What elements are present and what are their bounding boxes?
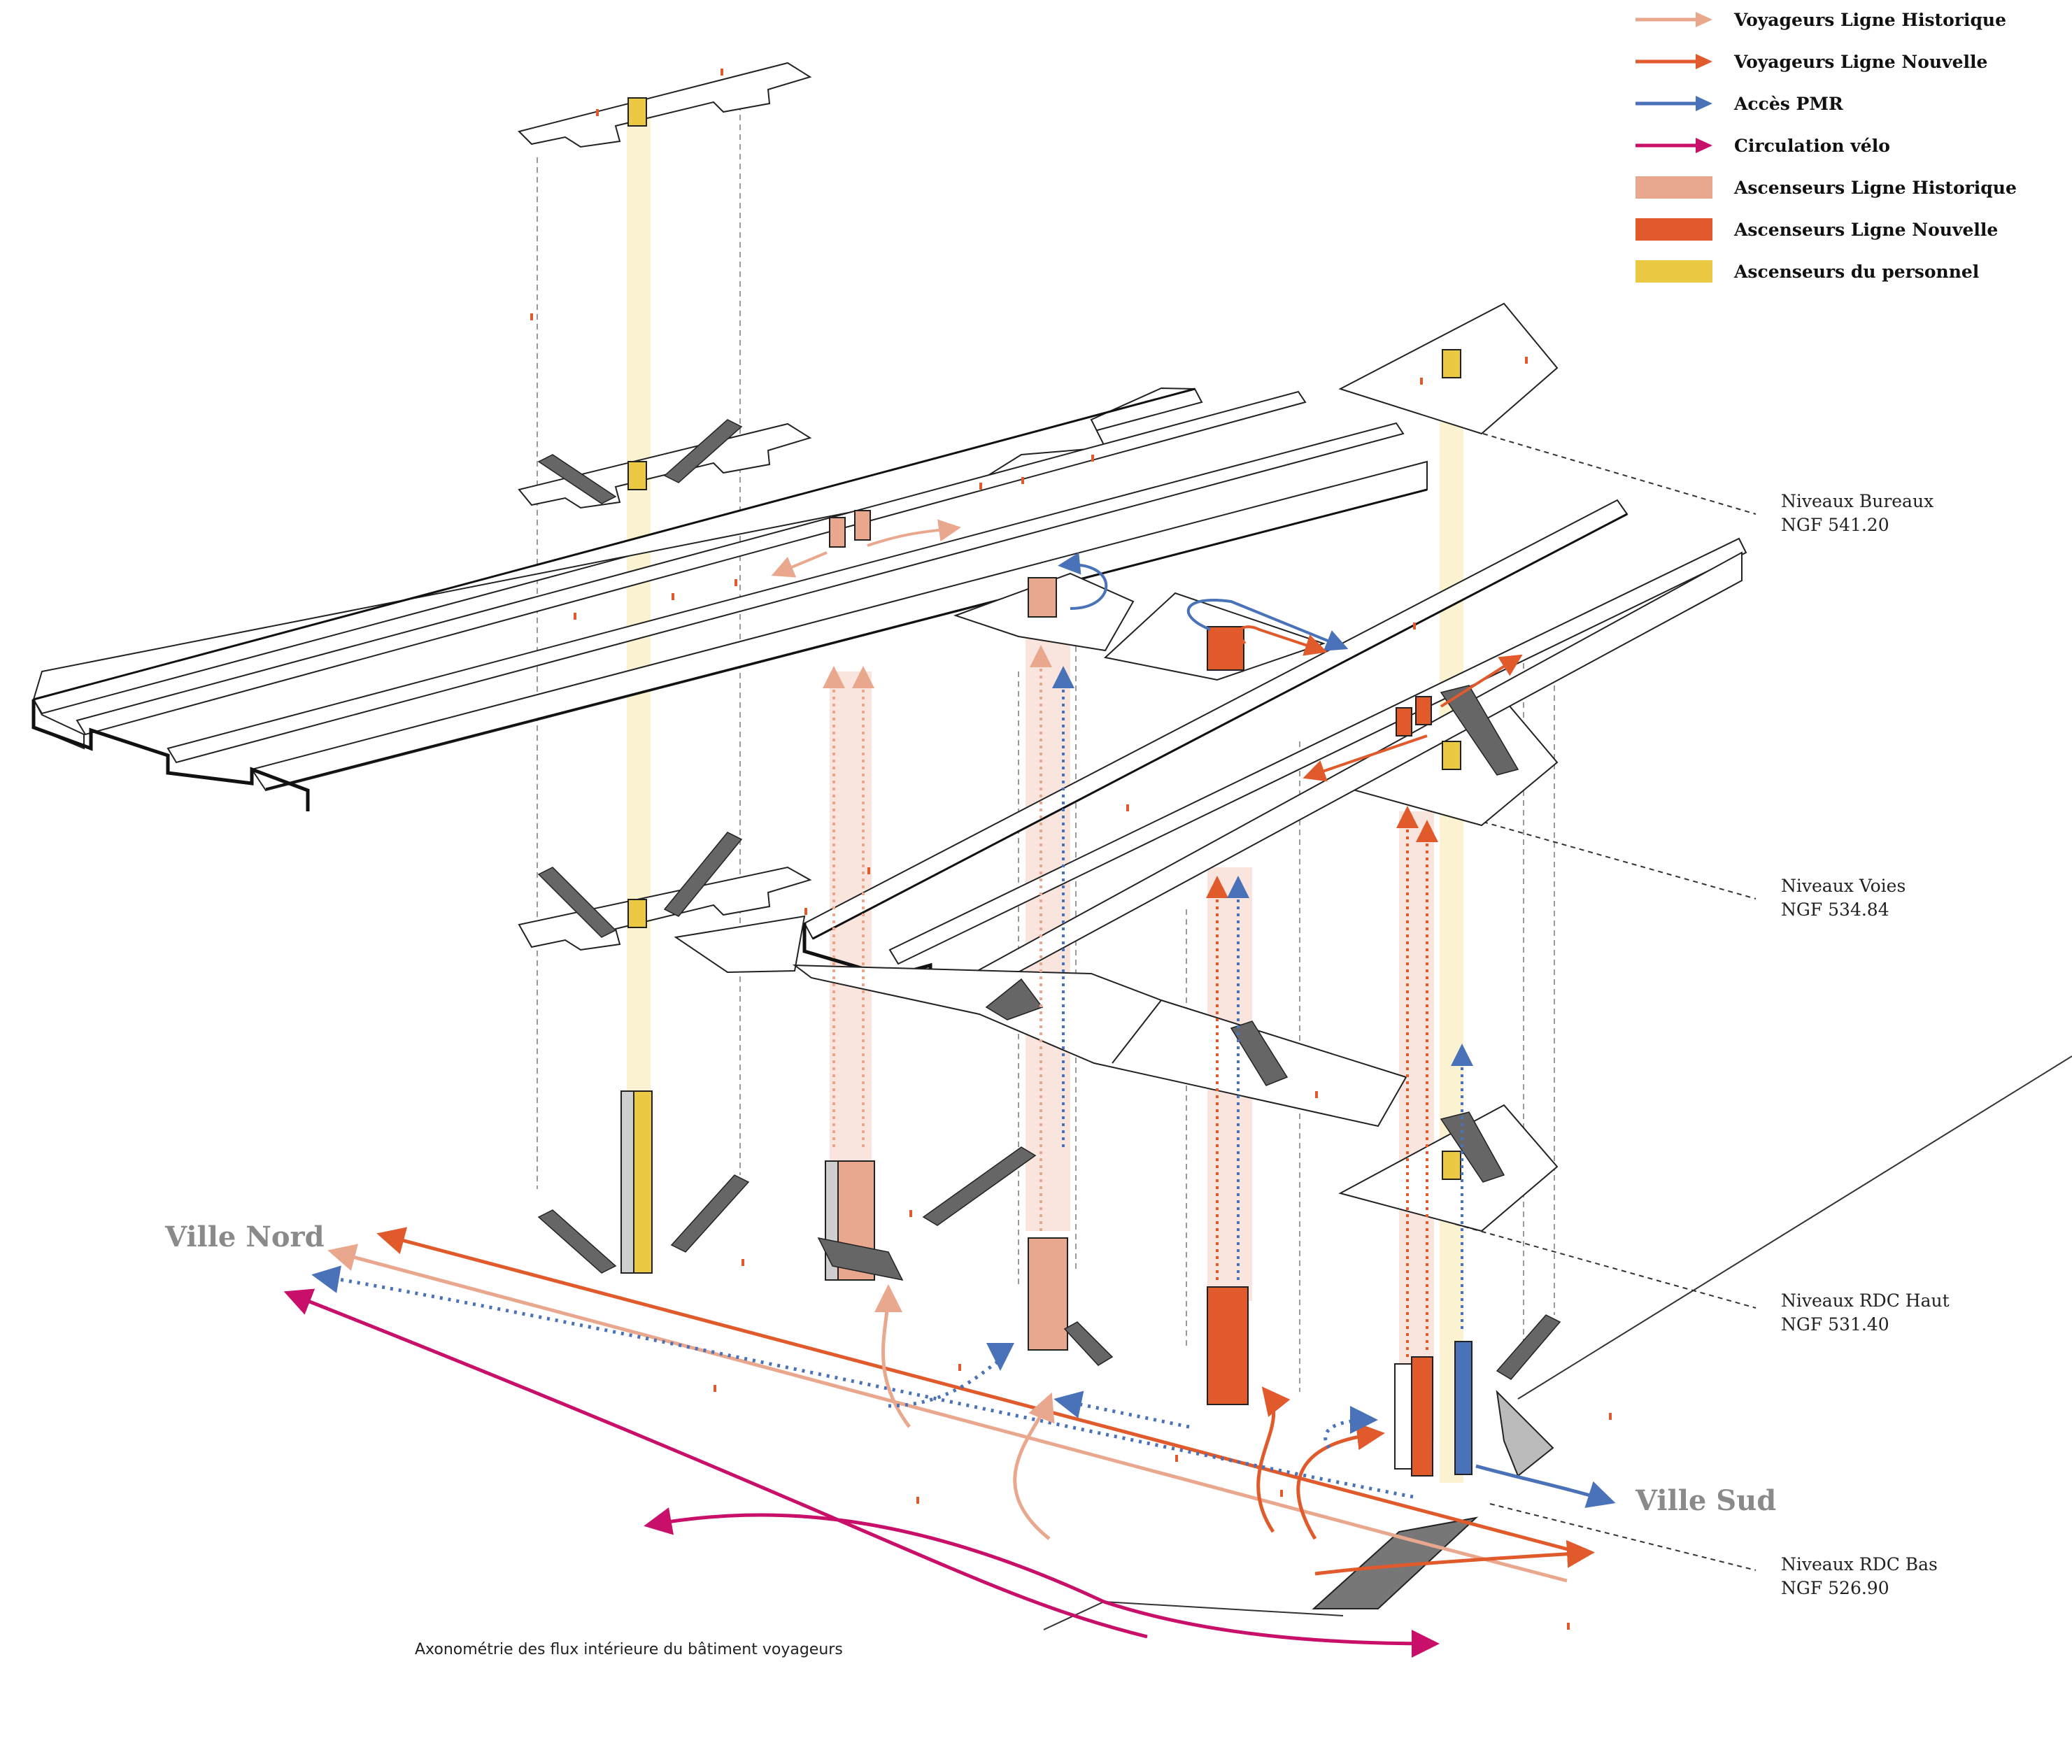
level-name: Niveaux RDC Haut <box>1781 1290 1950 1311</box>
legend-swatch <box>1635 260 1712 283</box>
legend-item-historique-flow: Voyageurs Ligne Historique <box>1633 6 2053 34</box>
legend-arrow-head <box>1696 96 1712 111</box>
upper-flows <box>771 519 1523 782</box>
legend-label: Ascenseurs Ligne Historique <box>1734 178 2017 198</box>
ground-flows <box>283 1227 1616 1658</box>
level-label-rdc-haut: Niveaux RDC Haut NGF 531.40 <box>1781 1289 1950 1337</box>
rdc-haut-floor <box>792 964 1407 1128</box>
vertical-flows <box>823 645 1473 1357</box>
legend-label: Ascenseurs Ligne Nouvelle <box>1734 220 1999 240</box>
legend-label: Accès PMR <box>1734 94 1843 114</box>
legend-item-historique-elevator: Ascenseurs Ligne Historique <box>1633 173 2053 201</box>
legend-graphics <box>1635 12 1712 283</box>
legend-arrow-head <box>1696 12 1712 27</box>
level-label-voies: Niveaux Voies NGF 534.84 <box>1781 874 1906 922</box>
city-label-south: Ville Sud <box>1635 1484 1777 1517</box>
stairs <box>537 419 1561 1380</box>
legend-label: Voyageurs Ligne Historique <box>1734 10 2007 30</box>
upper-platform-left <box>31 387 1428 811</box>
legend-item-personnel-elevator: Ascenseurs du personnel <box>1633 257 2053 285</box>
level-ngf: NGF 534.84 <box>1781 899 1889 920</box>
upper-platform-right <box>802 499 1747 998</box>
legend-item-pmr-flow: Accès PMR <box>1633 90 2053 118</box>
level-label-bureaux: Niveaux Bureaux NGF 541.20 <box>1781 490 1933 537</box>
level-label-rdc-bas: Niveaux RDC Bas NGF 526.90 <box>1781 1553 1938 1600</box>
legend-item-nouvelle-flow: Voyageurs Ligne Nouvelle <box>1633 48 2053 76</box>
legend-arrow-head <box>1696 138 1712 153</box>
level-name: Niveaux Voies <box>1781 876 1906 896</box>
legend-arrow-head <box>1696 54 1712 69</box>
level-name: Niveaux Bureaux <box>1781 491 1934 511</box>
diagram-caption: Axonométrie des flux intérieure du bâtim… <box>415 1641 843 1658</box>
legend-label: Circulation vélo <box>1734 136 1890 156</box>
level-ngf: NGF 541.20 <box>1781 515 1889 535</box>
ground-ramp <box>1043 1055 2072 1630</box>
legend-item-velo-flow: Circulation vélo <box>1633 131 2053 159</box>
legend-label: Ascenseurs du personnel <box>1734 262 1980 282</box>
legend-swatch <box>1635 218 1712 241</box>
city-label-north: Ville Nord <box>165 1221 325 1253</box>
level-name: Niveaux RDC Bas <box>1781 1554 1938 1574</box>
level-ngf: NGF 531.40 <box>1781 1314 1889 1335</box>
level-leaders <box>1454 433 1757 1571</box>
legend-swatch <box>1635 176 1712 199</box>
pedestrian-figures <box>530 69 1612 1630</box>
legend-item-nouvelle-elevator: Ascenseurs Ligne Nouvelle <box>1633 215 2053 243</box>
level-ngf: NGF 526.90 <box>1781 1578 1889 1598</box>
legend-label: Voyageurs Ligne Nouvelle <box>1734 52 1988 72</box>
